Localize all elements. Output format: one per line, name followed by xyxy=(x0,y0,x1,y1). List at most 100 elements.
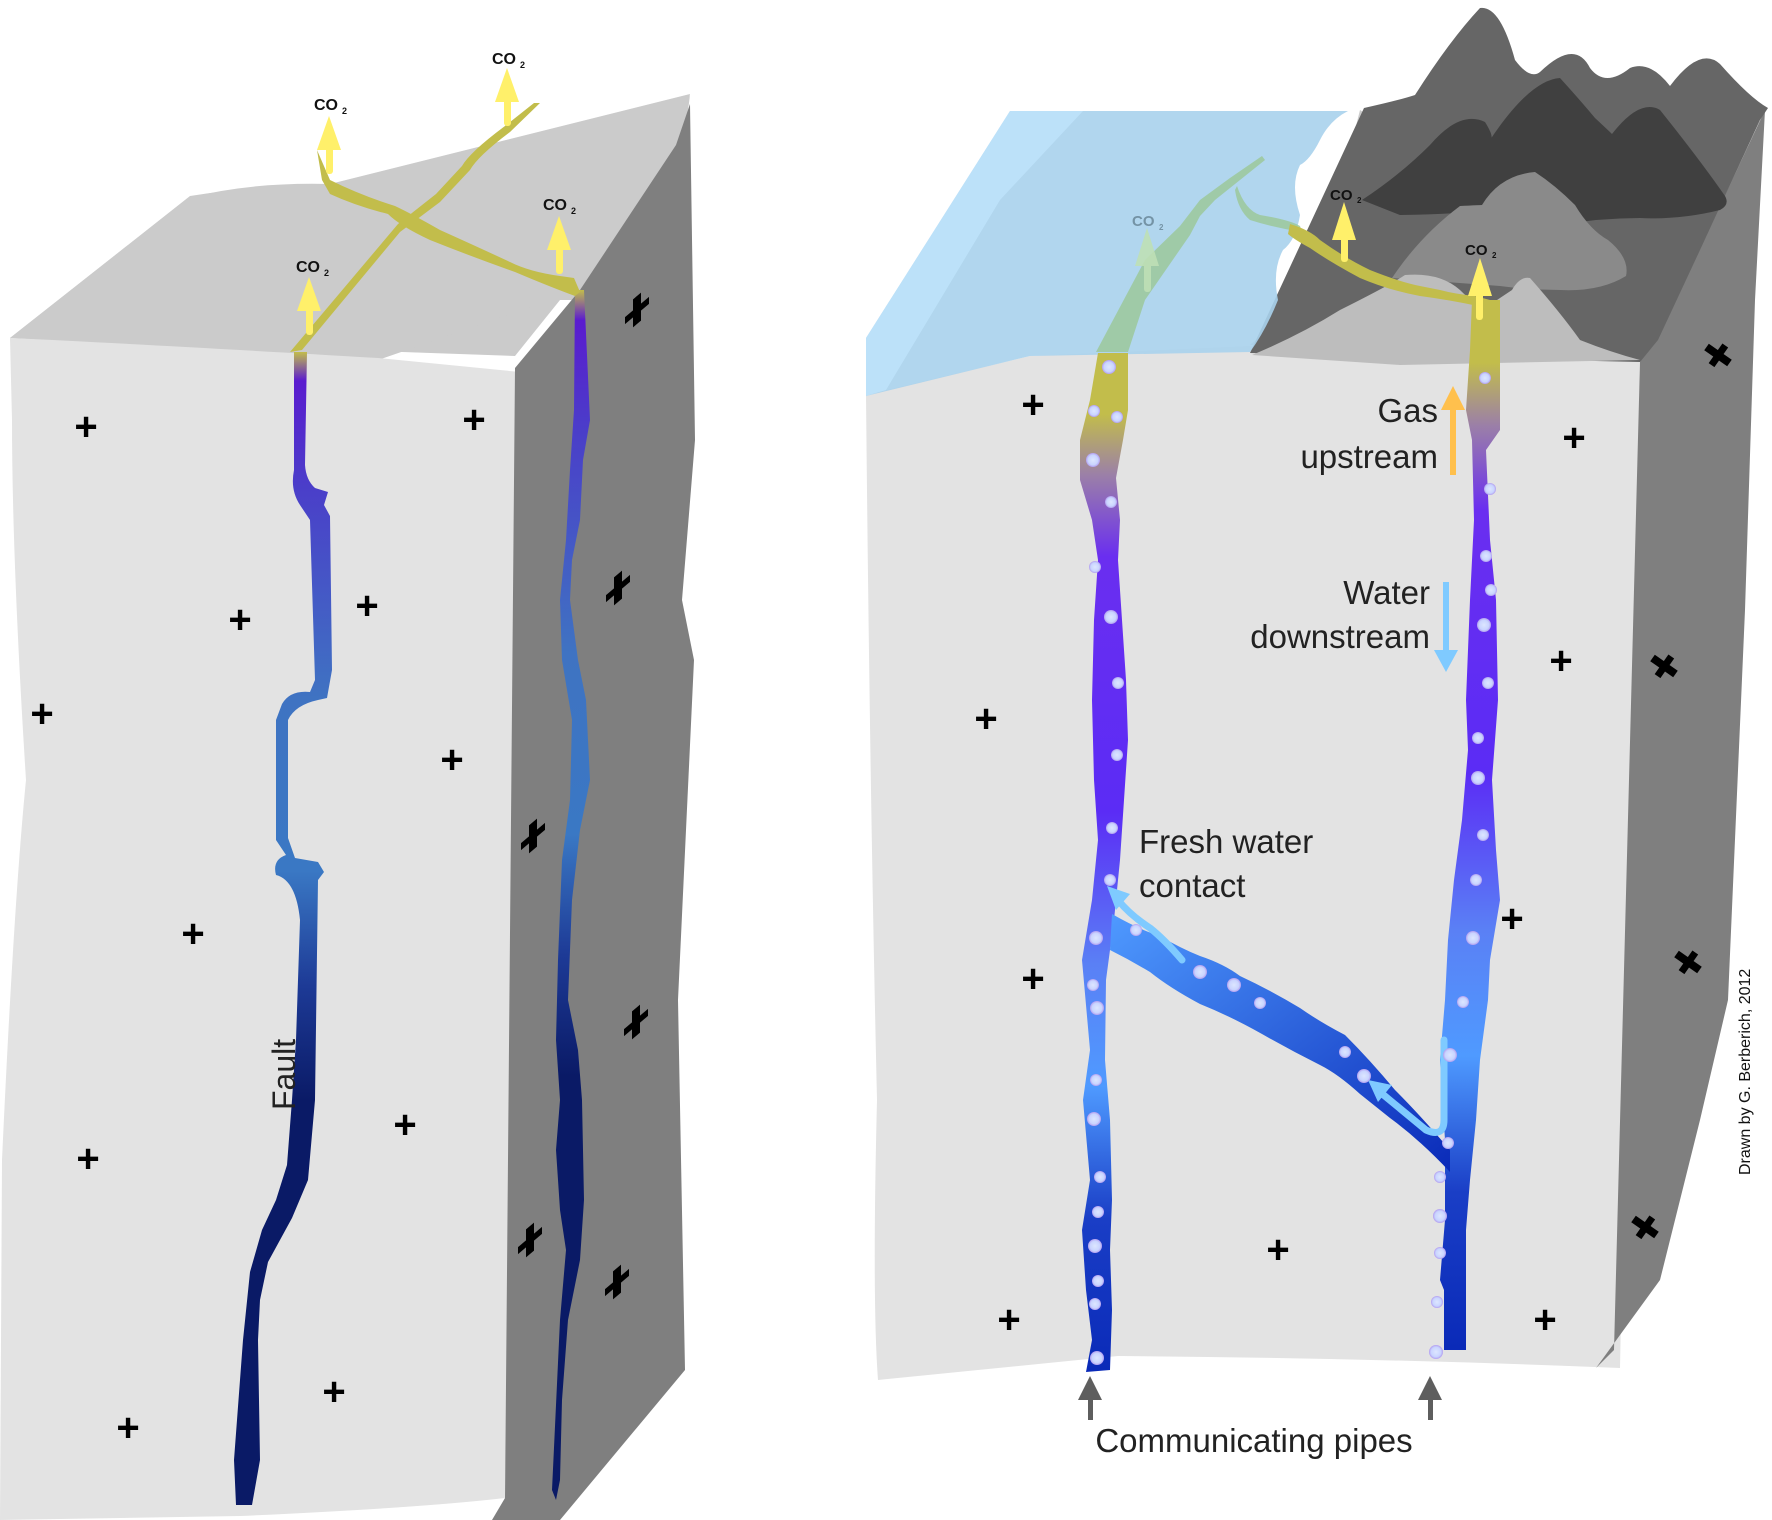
fresh-water-flow-arrow xyxy=(1114,896,1186,964)
plus-icon: + xyxy=(228,598,251,642)
fresh-water-label-line1: Fresh water xyxy=(1139,823,1313,860)
return-flow-arrowhead xyxy=(1368,1080,1392,1102)
bubble xyxy=(1089,931,1103,945)
svg-text:2: 2 xyxy=(324,268,329,278)
left-top-face-main xyxy=(10,94,690,360)
plus-icon: + xyxy=(440,738,463,782)
bubble xyxy=(1105,496,1117,508)
bubble xyxy=(1434,1247,1446,1259)
co2-arrow-2: CO 2 xyxy=(492,51,525,126)
bubble xyxy=(1479,372,1491,384)
bubble xyxy=(1088,405,1100,417)
left-surface-fault-a xyxy=(290,103,540,352)
bubble xyxy=(1470,874,1482,886)
bubble xyxy=(1466,931,1480,945)
plus-icon: + xyxy=(355,584,378,628)
water-downstream-annotation: Water downstream xyxy=(1250,574,1458,672)
water-label-line1: Water xyxy=(1343,574,1430,611)
left-fault-side xyxy=(552,290,590,1500)
co2-label: CO xyxy=(543,197,567,214)
gas-label-line1: Gas xyxy=(1377,392,1438,429)
bubble xyxy=(1480,550,1492,562)
right-side-face xyxy=(1596,110,1765,1368)
fault-label: Fault xyxy=(266,1039,302,1110)
bubble xyxy=(1472,732,1484,744)
bubble xyxy=(1442,1137,1454,1149)
bubble xyxy=(1104,610,1118,624)
plus-icon: + xyxy=(393,1103,416,1147)
bubble xyxy=(1443,1048,1457,1062)
lake-fault-trace-2 xyxy=(1235,186,1302,232)
bubble xyxy=(1457,996,1469,1008)
co2-label: CO xyxy=(1330,187,1353,204)
plus-icon: + xyxy=(1549,639,1572,683)
co2-label: CO xyxy=(1465,242,1488,259)
svg-text:2: 2 xyxy=(342,106,347,116)
bubble xyxy=(1477,618,1491,632)
pipe-pointer-arrow-icon xyxy=(1078,1376,1102,1400)
co2-arrow-mountain: CO 2 xyxy=(1330,187,1362,262)
left-front-face xyxy=(0,338,520,1520)
credit-text: Drawn by G. Berberich, 2012 xyxy=(1737,969,1754,1175)
bubble xyxy=(1111,749,1123,761)
bubble xyxy=(1471,771,1485,785)
svg-text:2: 2 xyxy=(1492,251,1497,260)
bubble xyxy=(1357,1069,1371,1083)
bubble xyxy=(1193,965,1207,979)
bubble xyxy=(1112,677,1124,689)
bubble xyxy=(1485,584,1497,596)
bubble xyxy=(1477,829,1489,841)
plus-icon: + xyxy=(181,912,204,956)
bubble xyxy=(1111,411,1123,423)
communicating-pipes-annotation: Communicating pipes xyxy=(1078,1376,1442,1459)
plus-icon: + xyxy=(1500,897,1523,941)
co2-arrow-1: CO 2 xyxy=(314,97,347,174)
bubble xyxy=(1431,1296,1443,1308)
bubble xyxy=(1089,561,1101,573)
plus-icon: + xyxy=(30,692,53,736)
right-plus-marks: + + + + + + + + + xyxy=(974,383,1585,1342)
bubble xyxy=(1434,1171,1446,1183)
co2-arrow-pipe: CO 2 xyxy=(1465,242,1497,320)
svg-text:2: 2 xyxy=(1159,223,1164,232)
bubble xyxy=(1102,360,1116,374)
left-surface-fault-b xyxy=(317,150,580,296)
fresh-water-arrowhead xyxy=(1107,886,1130,910)
right-pipe xyxy=(1440,300,1500,1350)
co2-label: CO xyxy=(296,259,320,276)
co2-label: CO xyxy=(492,51,516,68)
plus-icon: + xyxy=(1533,1298,1556,1342)
bubble xyxy=(1227,978,1241,992)
bubble xyxy=(1087,1112,1101,1126)
plus-icon: + xyxy=(1562,416,1585,460)
co2-label: CO xyxy=(314,97,338,114)
communicating-pipes-label: Communicating pipes xyxy=(1095,1422,1412,1459)
bubble xyxy=(1339,1046,1351,1058)
right-side-plus-marks xyxy=(1631,343,1732,1240)
bubble xyxy=(1482,677,1494,689)
plus-icon: + xyxy=(997,1298,1020,1342)
plus-icon: + xyxy=(1021,383,1044,427)
bubble xyxy=(1088,1239,1102,1253)
plus-icon: + xyxy=(1266,1228,1289,1272)
gas-label-line2: upstream xyxy=(1300,438,1438,475)
plus-icon: + xyxy=(116,1406,139,1450)
right-front-face xyxy=(866,346,1640,1380)
bubble xyxy=(1484,483,1496,495)
connecting-pipe xyxy=(1110,914,1450,1172)
bubble xyxy=(1254,997,1266,1009)
bubble xyxy=(1433,1209,1447,1223)
bubble xyxy=(1090,1074,1102,1086)
bubble xyxy=(1130,924,1142,936)
bubble xyxy=(1429,1345,1443,1359)
bubble xyxy=(1086,453,1100,467)
bubble xyxy=(1090,1351,1104,1365)
co2-arrow-3: CO 2 xyxy=(543,197,576,274)
plus-icon: + xyxy=(322,1370,345,1414)
right-block: + + + + + + + + + CO 2 xyxy=(866,7,1768,1459)
mountains xyxy=(1250,7,1768,365)
co2-label: CO xyxy=(1132,213,1155,230)
mountain-fault-trace xyxy=(1288,224,1490,306)
plus-icon: + xyxy=(76,1137,99,1181)
